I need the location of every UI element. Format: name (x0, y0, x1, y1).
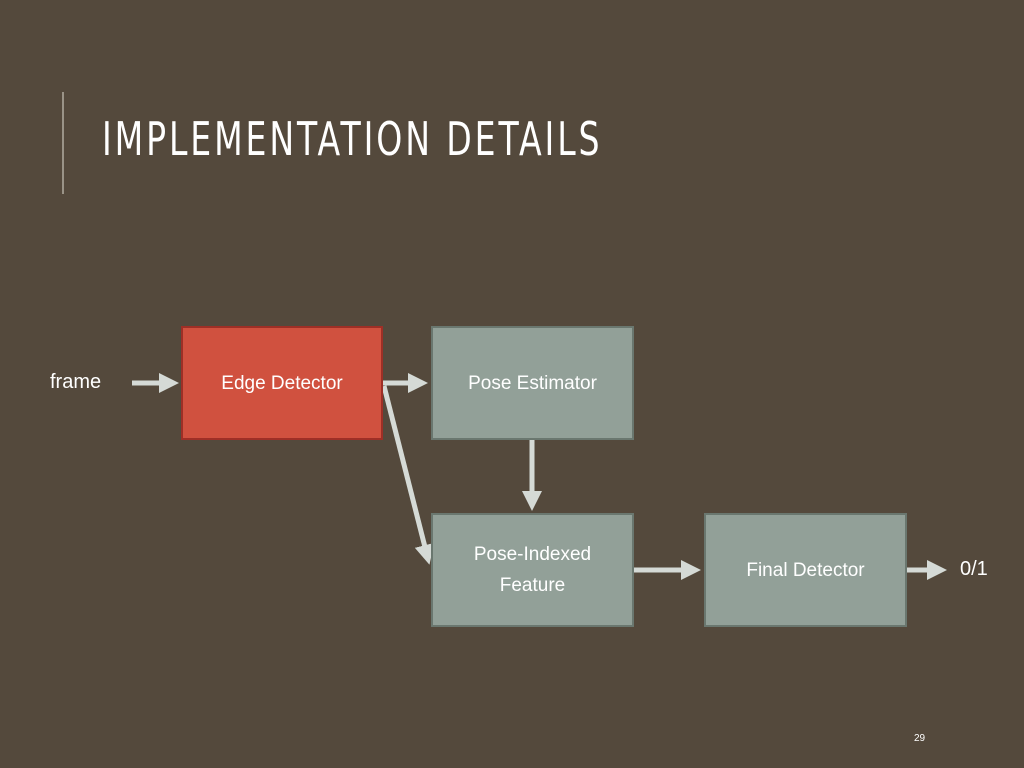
arrow-edge-to-pose-indexed-feature (381, 385, 435, 565)
pose-indexed-feature-label-line1: Pose-Indexed (473, 544, 592, 565)
pose-indexed-feature-label-line2: Feature (499, 575, 566, 596)
output-label: 0/1 (960, 558, 988, 580)
input-frame-label: frame (50, 371, 102, 393)
pose-indexed-feature-box: Pose-Indexed Feature (431, 513, 634, 627)
edge-detector-label: Edge Detector (221, 372, 343, 394)
title-accent-line (62, 92, 64, 194)
edge-detector-box: Edge Detector (181, 326, 383, 440)
slide-title: IMPLEMENTATION DETAILS (102, 112, 603, 166)
final-detector-box: Final Detector (704, 513, 907, 627)
page-number: 29 (914, 733, 926, 744)
pose-estimator-box: Pose Estimator (431, 326, 634, 440)
pose-estimator-label: Pose Estimator (468, 372, 597, 394)
final-detector-label: Final Detector (746, 559, 865, 581)
